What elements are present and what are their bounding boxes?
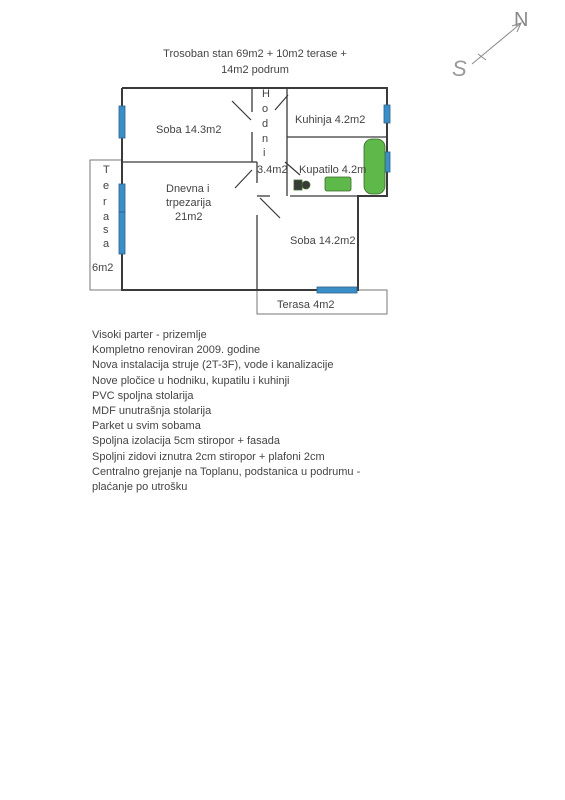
compass: N S <box>452 9 528 81</box>
label-kupatilo: Kupatilo 4.2m <box>299 164 366 176</box>
plan-title-line-1: Trosoban stan 69m2 + 10m2 terase + <box>163 48 347 60</box>
note-line: Parket u svim sobama <box>92 420 201 433</box>
label-terasa-letter: s <box>103 224 109 236</box>
bathroom-fixtures <box>293 138 386 195</box>
note-line: Spoljna izolacija 5cm stiropor + fasada <box>92 435 281 448</box>
label-terasa-bottom: Terasa 4m2 <box>277 299 334 311</box>
door-soba2 <box>259 197 281 219</box>
label-terasa-letter: a <box>103 211 110 223</box>
label-hodnik-area: 3.4m2 <box>257 164 288 176</box>
label-hodnik-letter: n <box>262 133 268 145</box>
note-line: Visoki parter - prizemlje <box>92 329 207 341</box>
plan-title: Trosoban stan 69m2 + 10m2 terase + 14m2 … <box>120 46 390 78</box>
label-terasa-letter: a <box>103 238 110 250</box>
label-dnevna-2: trpezarija <box>166 197 212 209</box>
doors <box>231 94 301 219</box>
label-terasa-letter: e <box>103 180 109 192</box>
label-terasa-letter: T <box>103 164 110 176</box>
toilet <box>293 179 303 191</box>
toilet-seat <box>301 180 311 190</box>
label-hodnik-letter: i <box>263 147 265 159</box>
window-dnevna-lower <box>118 211 126 255</box>
note-line: PVC spoljna stolarija <box>92 389 194 402</box>
note-line: Nove pločice u hodniku, kupatilu i kuhin… <box>92 374 290 387</box>
label-dnevna-3: 21m2 <box>175 211 203 223</box>
compass-north-label: N <box>514 9 528 31</box>
apartment-notes: Visoki parter - prizemlje Kompletno reno… <box>92 328 472 495</box>
window-kuhinja <box>383 104 391 124</box>
note-line: Spoljni zidovi iznutra 2cm stiropor + pl… <box>92 450 325 463</box>
sink <box>324 176 352 192</box>
note-line: Nova instalacija struje (2T-3F), vode i … <box>92 359 334 372</box>
window-soba2 <box>316 286 358 294</box>
label-dnevna-1: Dnevna i <box>166 183 209 195</box>
label-hodnik-letter: o <box>262 103 268 115</box>
bathtub <box>363 138 386 195</box>
label-terasa-left-area: 6m2 <box>92 262 113 274</box>
window-soba1 <box>118 105 126 139</box>
label-kuhinja: Kuhinja 4.2m2 <box>295 114 365 126</box>
compass-south-label: S <box>452 56 467 81</box>
label-soba2: Soba 14.2m2 <box>290 235 355 247</box>
label-soba1: Soba 14.3m2 <box>156 124 221 136</box>
compass-arrow <box>471 22 522 65</box>
door-kupatilo <box>284 161 301 176</box>
window-dnevna-upper <box>118 183 126 213</box>
door-kuhinja <box>274 94 289 111</box>
label-hodnik-letter: d <box>262 118 268 130</box>
door-soba1 <box>231 100 252 121</box>
plan-title-line-2: 14m2 podrum <box>221 64 289 76</box>
label-hodnik: H o d n i <box>262 88 270 159</box>
note-line: Kompletno renoviran 2009. godine <box>92 344 261 357</box>
note-line: Centralno grejanje na Toplanu, podstanic… <box>92 465 361 478</box>
label-terasa-letter: r <box>103 196 107 208</box>
door-dnevna <box>234 169 253 189</box>
note-line: plaćanje po utrošku <box>92 481 188 494</box>
windows <box>118 104 391 294</box>
note-line: MDF unutrašnja stolarija <box>92 405 212 418</box>
label-hodnik-letter: H <box>262 88 270 100</box>
label-terasa-left: T e r a s a <box>103 164 110 250</box>
interior-walls <box>122 88 387 290</box>
